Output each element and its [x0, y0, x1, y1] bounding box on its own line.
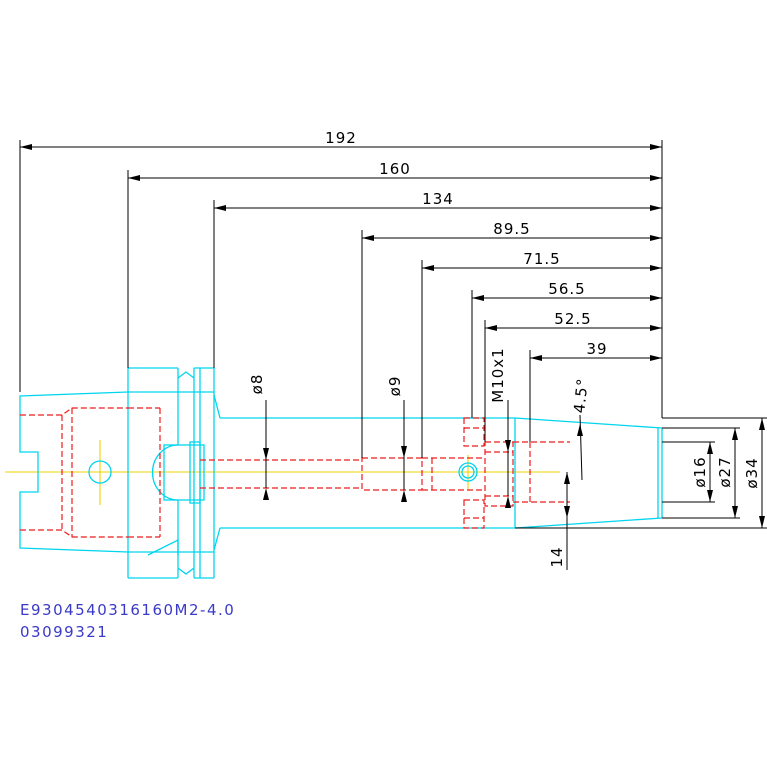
- dim-89-5: 89.5: [493, 220, 530, 238]
- dim-dia-9: ø9: [386, 376, 404, 397]
- order-number-label: 03099321: [20, 623, 108, 641]
- dim-52-5: 52.5: [554, 310, 591, 328]
- dim-56-5: 56.5: [548, 280, 585, 298]
- dim-39: 39: [586, 340, 607, 358]
- dim-14: 14: [548, 546, 566, 567]
- part-labels: E9304540316160M2-4.0 03099321: [20, 601, 235, 641]
- dim-dia-16: ø16: [691, 456, 709, 487]
- dimension-lines: [19, 140, 767, 570]
- dim-thread-m10x1: M10x1: [489, 347, 507, 402]
- dim-134: 134: [422, 190, 454, 208]
- dim-dia-8: ø8: [248, 374, 266, 395]
- hidden-lines: [20, 407, 570, 538]
- dim-dia-34: ø34: [743, 457, 761, 488]
- dim-dia-27: ø27: [716, 456, 734, 487]
- dim-192: 192: [325, 129, 357, 147]
- centerline: [5, 440, 560, 505]
- dim-160: 160: [379, 160, 411, 178]
- dim-angle-4-5: 4.5°: [570, 377, 592, 414]
- dim-71-5: 71.5: [523, 250, 560, 268]
- part-number-label: E9304540316160M2-4.0: [20, 601, 235, 619]
- dimension-texts: 192 160 134 89.5 71.5 56.5 52.5 39 ø8 ø9…: [248, 129, 761, 568]
